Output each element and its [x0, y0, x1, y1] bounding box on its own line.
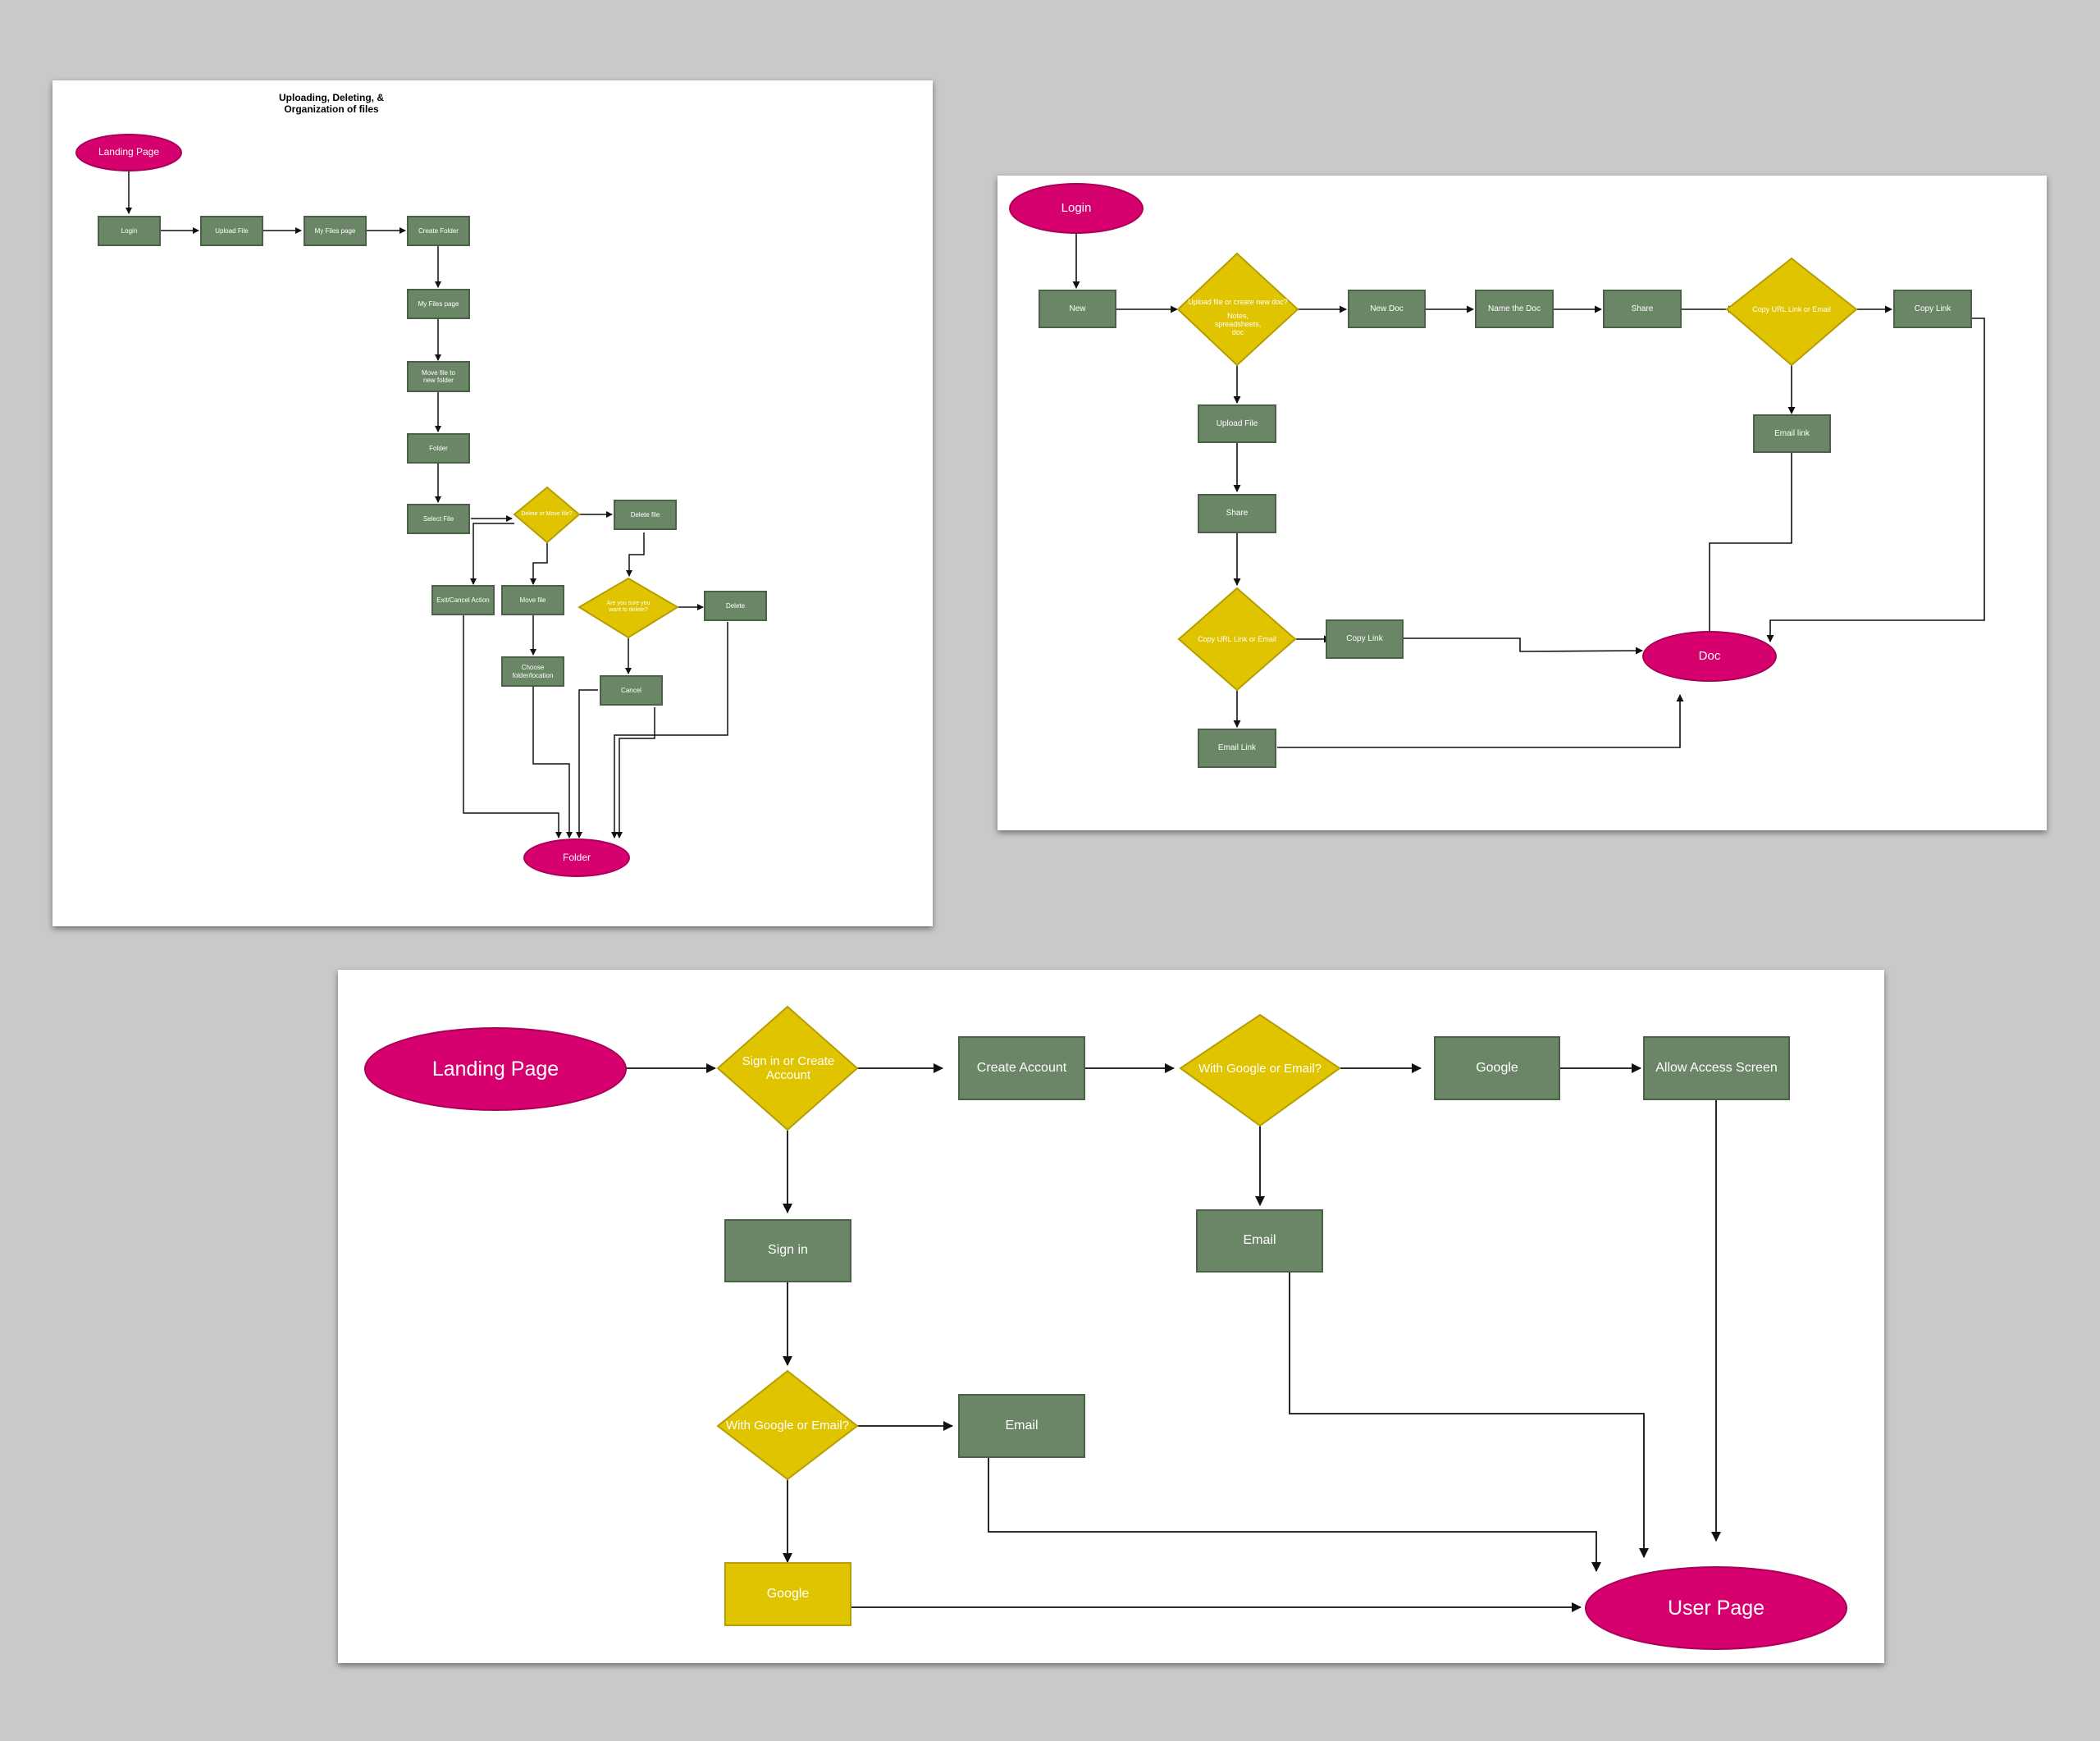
docs-new-step: New: [1039, 290, 1116, 328]
docs-upload-or-create-note: Notes, spreadsheets, doc: [1214, 311, 1262, 337]
docs-email-link-step: Email link: [1753, 414, 1831, 453]
auth-flowchart-canvas: Landing Page Sign in or Create Account C…: [338, 970, 1884, 1663]
docs-copy-url-or-email-decision-2: Copy URL Link or Email: [1198, 634, 1276, 643]
auth-email-step-2: Email: [958, 1394, 1085, 1458]
files-are-you-sure-decision: Are you sure you want to delete?: [606, 600, 651, 613]
files-cancel-step: Cancel: [600, 675, 663, 706]
docs-flowchart-connectors: [1072, 234, 1985, 748]
docs-copy-link-step-2: Copy Link: [1326, 619, 1404, 659]
auth-create-account-step: Create Account: [958, 1036, 1085, 1100]
docs-new-doc-step: New Doc: [1348, 290, 1426, 328]
docs-upload-file-step: Upload File: [1198, 404, 1276, 443]
files-create-folder-step: Create Folder: [407, 216, 470, 246]
auth-sign-in-step: Sign in: [724, 1219, 851, 1282]
files-delete-file-step: Delete file: [614, 500, 677, 530]
auth-flowchart-connectors: [626, 1005, 1721, 1612]
files-move-file-step: Move file: [501, 585, 564, 615]
auth-with-google-or-email-decision-2: With Google or Email?: [725, 1419, 850, 1433]
docs-name-the-doc-step: Name the Doc: [1475, 290, 1554, 328]
auth-sign-in-or-create-decision: Sign in or Create Account: [742, 1053, 835, 1082]
files-exit-cancel-step: Exit/Cancel Action: [431, 585, 495, 615]
files-flowchart-connectors: [126, 171, 728, 839]
auth-email-step: Email: [1196, 1209, 1323, 1273]
auth-with-google-or-email-decision: With Google or Email?: [1198, 1062, 1322, 1076]
files-my-files-page-step: My Files page: [304, 216, 367, 246]
auth-landing-page-terminal: Landing Page: [364, 1027, 627, 1111]
files-delete-step: Delete: [704, 591, 767, 621]
docs-share-step: Share: [1603, 290, 1682, 328]
files-select-file-step: Select File: [407, 504, 470, 534]
files-upload-file-step: Upload File: [200, 216, 263, 246]
files-choose-folder-step: Choose folder/location: [501, 656, 564, 687]
auth-google-step: Google: [1434, 1036, 1560, 1100]
docs-upload-or-create-decision: Upload file or create new doc? Notes, sp…: [1182, 290, 1294, 345]
files-my-files-page-step-2: My Files page: [407, 289, 470, 319]
files-flowchart-canvas: Uploading, Deleting, & Organization of f…: [52, 80, 933, 926]
docs-upload-or-create-label: Upload file or create new doc?: [1188, 298, 1288, 307]
files-delete-or-move-decision: Delete or Move file?: [521, 510, 573, 517]
docs-doc-terminal: Doc: [1642, 631, 1777, 682]
docs-flowchart-canvas: Login New Upload file or create new doc?…: [998, 176, 2047, 830]
files-diagram-title: Uploading, Deleting, & Organization of f…: [279, 92, 384, 115]
docs-login-terminal: Login: [1009, 183, 1144, 234]
files-move-to-new-folder-step: Move file to new folder: [407, 361, 470, 392]
auth-user-page-terminal: User Page: [1585, 1566, 1847, 1650]
files-folder-step: Folder: [407, 433, 470, 464]
files-login-step: Login: [98, 216, 161, 246]
auth-allow-access-step: Allow Access Screen: [1643, 1036, 1790, 1100]
docs-copy-link-step: Copy Link: [1893, 290, 1972, 328]
files-folder-terminal: Folder: [523, 839, 630, 877]
docs-copy-url-or-email-decision: Copy URL Link or Email: [1752, 304, 1831, 313]
docs-email-link-step-2: Email Link: [1198, 729, 1276, 768]
files-landing-page-terminal: Landing Page: [75, 134, 182, 171]
docs-share-step-2: Share: [1198, 494, 1276, 533]
auth-google-step-2: Google: [724, 1562, 851, 1626]
